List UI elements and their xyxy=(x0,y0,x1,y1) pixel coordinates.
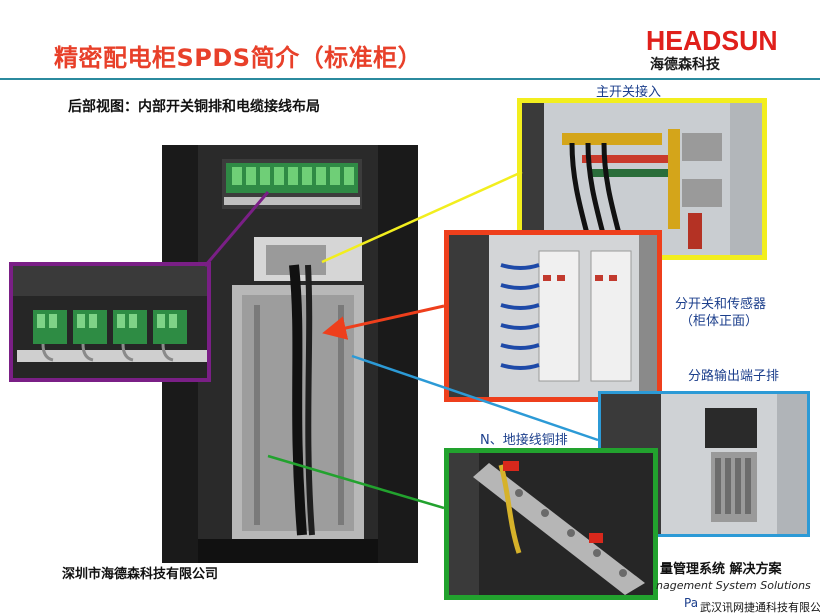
footer-company: 深圳市海德森科技有限公司 xyxy=(62,567,219,582)
branch-switch-inset xyxy=(444,230,662,402)
label-branch-switch-note: （柜体正面） xyxy=(680,314,759,329)
terminal-block-illustration xyxy=(13,266,207,378)
footer-watermark: 武汉讯网捷通科技有限公司 xyxy=(700,599,820,615)
company-logo: HEADSUN 海德森科技 xyxy=(646,26,786,78)
top-terminal-inset xyxy=(9,262,211,382)
label-main-switch: 主开关接入 xyxy=(596,85,662,100)
footer-system-en: nagement System Solutions xyxy=(656,579,811,592)
main-switch-illustration xyxy=(522,103,762,255)
header-divider xyxy=(0,78,820,80)
footer-page: Pa xyxy=(684,596,699,610)
ground-bar-inset xyxy=(444,448,658,600)
label-branch-switch: 分开关和传感器 xyxy=(675,297,767,312)
label-ground-bar: N、地接线铜排 xyxy=(480,433,568,448)
footer-system: 量管理系统 解决方案 xyxy=(660,562,782,577)
ground-bar-illustration xyxy=(449,453,653,595)
logo-brand-cn: 海德森科技 xyxy=(650,57,720,73)
branch-switch-illustration xyxy=(449,235,657,397)
slide-subtitle: 后部视图：内部开关铜排和电缆接线布局 xyxy=(68,99,320,115)
label-output-terminal: 分路输出端子排 xyxy=(688,369,780,384)
logo-brand: HEADSUN xyxy=(646,25,778,56)
page-title: 精密配电柜SPDS简介（标准柜） xyxy=(54,44,423,72)
